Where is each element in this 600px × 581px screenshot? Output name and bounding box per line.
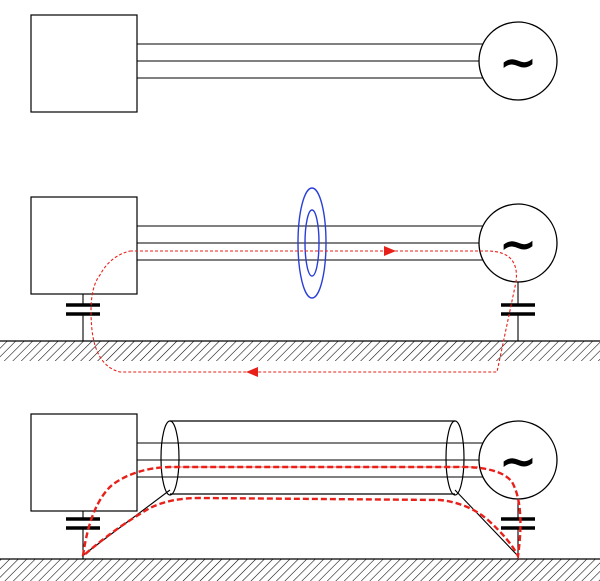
ac-source-symbol: ~ (499, 434, 538, 488)
common-mode-current-path (90, 250, 517, 373)
probe-outer-loop (297, 187, 327, 299)
device-box (30, 413, 138, 512)
shield-current-path (81, 465, 522, 561)
ac-source-symbol: ~ (499, 35, 538, 89)
cable-conductors (137, 43, 488, 79)
stray-capacitor-right (501, 499, 535, 559)
device-box (30, 14, 138, 113)
cable-conductors (137, 442, 488, 478)
panel-middle: ~ (0, 187, 600, 377)
current-probe (297, 187, 327, 299)
probe-inner-loop (304, 209, 320, 277)
ac-source (478, 21, 558, 101)
device-box (30, 196, 138, 295)
stray-capacitor-right (501, 282, 535, 341)
stray-capacitor-left (66, 294, 100, 341)
shield-end-right (445, 420, 465, 496)
panel-top: ~ (30, 14, 558, 113)
ac-source-symbol: ~ (499, 217, 538, 271)
ground-plane (0, 558, 600, 581)
current-arrow-forward (384, 246, 396, 256)
shield-ground-wires (81, 489, 519, 557)
current-arrow-return (246, 367, 258, 377)
cable-conductors (137, 225, 488, 261)
panel-bottom: ~ (0, 413, 600, 581)
shield-end-left (160, 420, 180, 496)
ground-plane (0, 340, 600, 361)
cable-shield (160, 420, 465, 496)
